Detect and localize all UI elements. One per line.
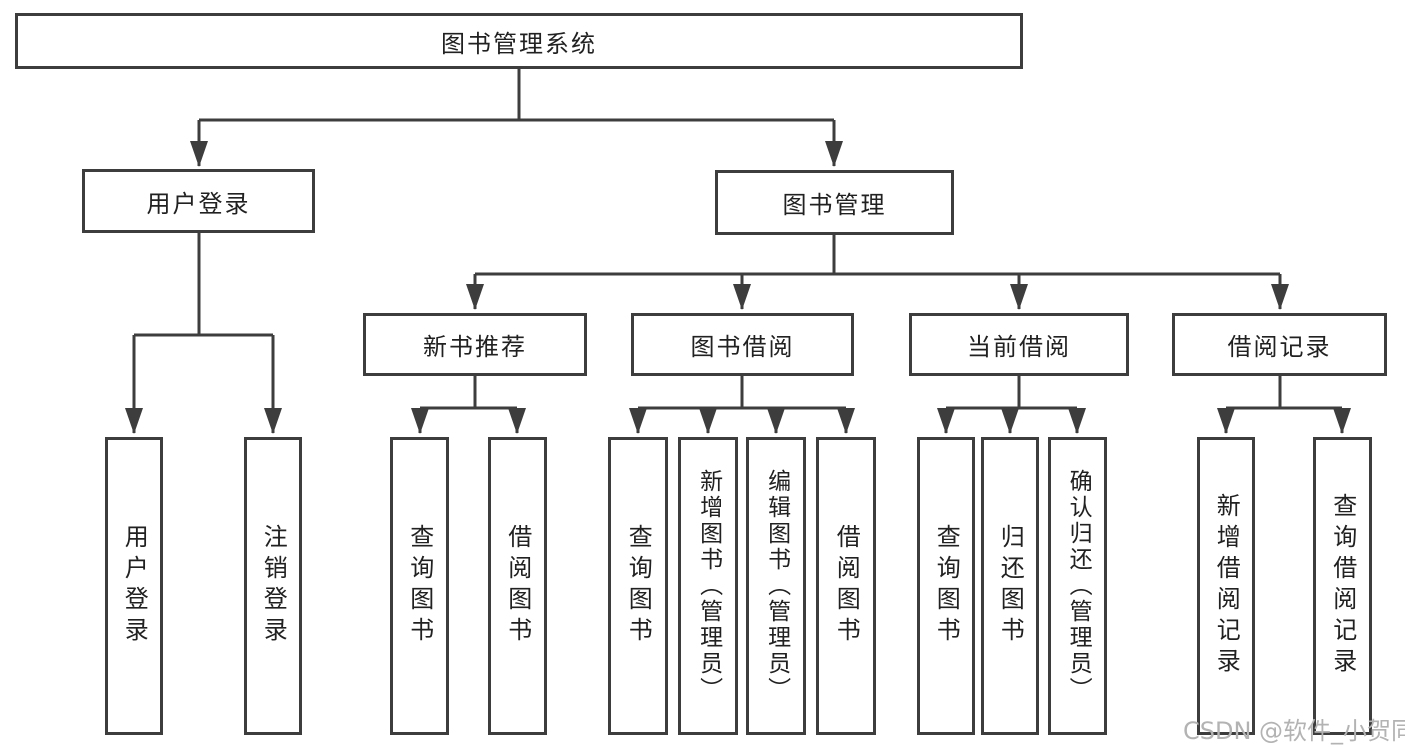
node-book-borrow-label: 图书借阅: [690, 333, 795, 361]
leaf-nb-query-books-label: 查询图书: [405, 524, 434, 648]
leaf-bb-add-books-admin: 新增图书（管理员）: [678, 437, 738, 735]
leaf-cb-query-books: 查询图书: [917, 437, 975, 735]
node-book-borrow: 图书借阅: [631, 313, 854, 376]
leaf-br-add-record-label: 新增借阅记录: [1212, 493, 1241, 679]
leaf-cb-return-books: 归还图书: [981, 437, 1039, 735]
leaf-br-add-record: 新增借阅记录: [1197, 437, 1255, 735]
leaf-cb-query-books-label: 查询图书: [932, 524, 961, 648]
leaf-bb-query-books-label: 查询图书: [624, 524, 653, 648]
branch-book-borrow: [638, 376, 846, 410]
leaf-user-login: 用户登录: [105, 437, 163, 735]
node-new-book-rec-label: 新书推荐: [423, 333, 527, 361]
leaf-nb-borrow-books-label: 借阅图书: [503, 524, 532, 648]
leaf-bb-query-books: 查询图书: [608, 437, 668, 735]
node-borrow-record-label: 借阅记录: [1227, 333, 1332, 361]
node-new-book-rec: 新书推荐: [363, 313, 587, 376]
node-user-login: 用户登录: [82, 169, 315, 233]
leaf-logout: 注销登录: [244, 437, 302, 735]
branch-user-login: [134, 233, 273, 337]
branch-current-borrow: [946, 376, 1077, 410]
node-root-label: 图书管理系统: [441, 29, 597, 58]
leaf-logout-label: 注销登录: [259, 524, 288, 648]
leaf-nb-query-books: 查询图书: [390, 437, 449, 735]
csdn-watermark: CSDN @软件_小贺同学: [1183, 717, 1405, 745]
node-book-mgmt: 图书管理: [715, 170, 954, 235]
branch-root: [199, 69, 834, 122]
leaf-cb-return-books-label: 归还图书: [996, 524, 1025, 648]
node-current-borrow-label: 当前借阅: [967, 333, 1071, 361]
branch-new-book: [420, 376, 517, 410]
node-root-system: 图书管理系统: [15, 13, 1023, 69]
leaf-cb-confirm-return-admin-label: 确认归还（管理员）: [1065, 469, 1092, 703]
leaf-cb-confirm-return-admin: 确认归还（管理员）: [1048, 437, 1107, 735]
leaf-user-login-label: 用户登录: [120, 524, 149, 648]
leaf-bb-borrow-books: 借阅图书: [816, 437, 876, 735]
node-borrow-record: 借阅记录: [1172, 313, 1387, 376]
leaf-bb-edit-books-admin-label: 编辑图书（管理员）: [763, 469, 790, 703]
node-current-borrow: 当前借阅: [909, 313, 1129, 376]
leaf-bb-borrow-books-label: 借阅图书: [832, 524, 861, 648]
branch-borrow-record: [1226, 376, 1342, 410]
leaf-bb-edit-books-admin: 编辑图书（管理员）: [746, 437, 806, 735]
node-book-mgmt-label: 图书管理: [782, 191, 887, 219]
leaf-br-query-record-label: 查询借阅记录: [1328, 493, 1357, 679]
leaf-bb-add-books-admin-label: 新增图书（管理员）: [695, 469, 722, 703]
leaf-nb-borrow-books: 借阅图书: [488, 437, 547, 735]
branch-book-mgmt: [475, 235, 1280, 276]
leaf-br-query-record: 查询借阅记录: [1313, 437, 1372, 735]
node-user-login-label: 用户登录: [146, 189, 251, 218]
